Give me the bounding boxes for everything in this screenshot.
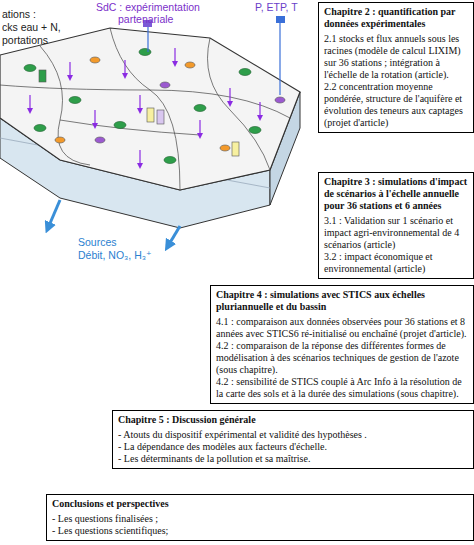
- chapter-item: 4.1 : comparaison aux données observées …: [216, 316, 468, 340]
- chapter-heading: Conclusions et perspectives: [52, 498, 468, 510]
- chapter-box: Conclusions et perspectives - Les questio…: [46, 494, 474, 541]
- chapter-item: - Les questions finalisées ;: [52, 513, 468, 525]
- cropped-label: portations: [2, 34, 48, 47]
- chapter-heading: Chapitre 4 : simulations avec STICS aux …: [216, 289, 468, 313]
- chapter-item: - Les déterminants de la pollution et sa…: [118, 453, 468, 465]
- chapter-box: Chapitre 5 : Discussion générale - Atouts…: [112, 410, 474, 469]
- chapter-item: 3.1 : Validation sur 1 scénario et impac…: [324, 215, 468, 251]
- chapter-item: 2.1 stocks et flux annuels sous les raci…: [324, 33, 468, 81]
- annotation-label: SdC : expérimentation: [96, 1, 200, 14]
- chapter-item: 2.2 concentration moyenne pondérée, stru…: [324, 81, 468, 129]
- chapter-heading: Chapitre 3 : simulations d'impact de scé…: [324, 176, 468, 212]
- chapter-item: 3.2 : impact économique et environnement…: [324, 251, 468, 275]
- annotation-label: Sources: [78, 236, 117, 249]
- chapter-item: 4.2 : comparaison de la réponse des diff…: [216, 340, 468, 376]
- annotation-label: partenariale: [118, 13, 173, 26]
- annotation-label: P, ETP, T: [255, 1, 298, 14]
- chapter-heading: Chapitre 5 : Discussion générale: [118, 414, 468, 426]
- cropped-label: cks eau + N,: [2, 21, 61, 34]
- chapter-item: - La dépendance des modèles aux facteurs…: [118, 441, 468, 453]
- chapter-item: - Atouts du dispositif expérimental et v…: [118, 429, 468, 441]
- cropped-label: ations :: [2, 8, 36, 21]
- chapter-box: Chapitre 4 : simulations avec STICS aux …: [210, 285, 474, 404]
- chapter-box: Chapitre 3 : simulations d'impact de scé…: [318, 172, 474, 279]
- chapter-heading: Chapitre 2 : quantification par données …: [324, 6, 468, 30]
- chapter-item: - Les questions scientifiques;: [52, 525, 468, 537]
- annotation-label: Débit, NO₃, H₃⁺: [78, 249, 152, 262]
- chapter-item: 4.2 : sensibilité de STICS couplé à Arc …: [216, 376, 468, 400]
- chapter-box: Chapitre 2 : quantification par données …: [318, 2, 474, 133]
